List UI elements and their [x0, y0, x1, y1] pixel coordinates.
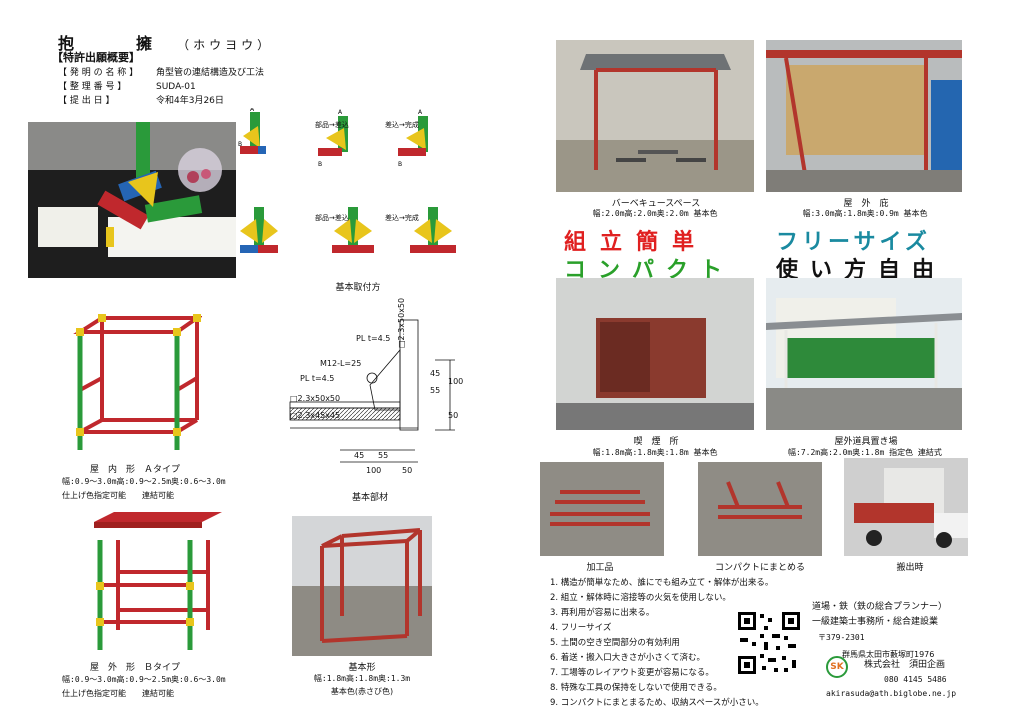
bbq-photo — [556, 40, 754, 192]
svg-text:A: A — [418, 109, 423, 116]
assembly-diagram: A B A B A B — [238, 106, 478, 278]
section-drawing — [280, 310, 480, 480]
note-item: 6. 着送・搬入口大きさが小さくて済む。 — [550, 653, 706, 663]
note-item: 2. 組立・解体時に溶接等の火気を使用しない。 — [550, 593, 731, 603]
note-item: 4. フリーサイズ — [550, 623, 612, 633]
basic-frame-photo — [292, 516, 432, 656]
title-block: 抱 擁 （ホウヨウ） — [58, 30, 273, 54]
step-label: 部品→差込 — [315, 121, 349, 129]
title-reading: （ホウヨウ） — [177, 38, 274, 52]
basic-frame-color: 基本色(赤さび色) — [330, 687, 394, 696]
section-label: M12-L=25 — [320, 359, 362, 368]
smoking-title: 喫 煙 所 — [633, 437, 679, 447]
transport-photo — [844, 458, 968, 556]
svg-text:B: B — [238, 141, 242, 148]
feature-notes: 1. 構造が簡単なため、誰にでも組み立て・解体が出来る。 2. 組立・解体時に溶… — [550, 576, 773, 711]
svg-text:B: B — [318, 161, 322, 168]
company-address: 群馬県太田市藪塚町1976 — [842, 650, 935, 659]
svg-text:A: A — [250, 108, 255, 113]
summary-label: 【特許出願概要】 — [52, 51, 140, 64]
smoking-spec: 幅:1.8m高:1.8m奥:1.8m 基本色 — [592, 448, 718, 457]
slogan-assembly: 組立簡単 — [564, 230, 709, 255]
storage-title: 屋外道具置き場 — [834, 437, 898, 447]
storage-photo — [766, 278, 962, 430]
company-name: 株式会社 須田企画 — [864, 660, 946, 670]
frame-b-spec: 幅:0.9～3.0m高:0.9～2.5m奥:0.6～3.0m — [62, 675, 226, 684]
shed-photo — [766, 40, 962, 192]
note-item: 8. 特殊な工具の保持をしないで使用できる。 — [550, 683, 722, 693]
parts-photo — [540, 462, 664, 556]
company-block: 道場・鉄（鉄の総合プランナー） 一級建築士事務所・総合建設業 〒379-2301… — [812, 602, 947, 660]
section-label: □2.3x50x50 — [290, 394, 341, 403]
page-title: 抱 擁 — [58, 34, 163, 53]
basic-frame-title: 基本形 — [348, 663, 376, 673]
bbq-spec: 幅:2.0m高:2.0m奥:2.0m 基本色 — [592, 209, 718, 218]
parts-caption: 加工品 — [586, 563, 614, 573]
step-label: 差込→完成 — [385, 214, 419, 222]
dim-label: 55 — [378, 451, 389, 460]
transport-caption: 搬出時 — [896, 563, 924, 573]
frame-b-drawing — [90, 510, 230, 660]
company-email[interactable]: akirasuda@ath.biglobe.ne.jp — [826, 689, 957, 698]
note-item: 9. コンパクトにまとまるため、収納スペースが小さい。 — [550, 698, 764, 708]
frame-b-note: 仕上げ色指定可能 連結可能 — [62, 689, 174, 698]
compact-caption: コンパクトにまとめる — [714, 563, 805, 573]
frame-a-title: 屋 内 形 Ａタイプ — [89, 465, 180, 475]
dim-label: 100 — [366, 466, 382, 475]
note-item: 1. 構造が簡単なため、誰にでも組み立て・解体が出来る。 — [550, 578, 774, 588]
section-label: □2.3x45x45 — [290, 411, 341, 420]
section-label-vertical: □2.3x50x50 — [397, 297, 406, 348]
storage-spec: 幅:7.2m高:2.0m奥:1.8m 指定色 連結式 — [788, 448, 942, 457]
basic-frame-spec: 幅:1.8m高:1.8m奥:1.3m — [313, 674, 411, 683]
shed-spec: 幅:3.0m高:1.8m奥:0.9m 基本色 — [802, 209, 928, 218]
section-title: 基本部材 — [351, 493, 388, 503]
summary-row: 【 整 理 番 号 】SUDA-01 — [58, 82, 196, 92]
frame-b-title: 屋 外 形 Ｂタイプ — [89, 663, 180, 673]
smoking-photo — [556, 278, 754, 430]
qr-code[interactable] — [738, 612, 800, 674]
compact-photo — [698, 462, 822, 556]
section-label: PL t=4.5 — [300, 374, 335, 383]
company-zip: 〒379-2301 — [818, 633, 865, 642]
company-line1: 道場・鉄（鉄の総合プランナー） — [812, 602, 948, 612]
summary-row: 【 発 明 の 名 称 】角型管の連結構造及び工法 — [58, 68, 265, 78]
summary-rows: 【 発 明 の 名 称 】角型管の連結構造及び工法 【 整 理 番 号 】SUD… — [58, 68, 264, 107]
shed-title: 屋 外 庇 — [843, 199, 889, 209]
dim-label: 50 — [448, 411, 459, 420]
product-photo — [28, 122, 236, 278]
frame-a-drawing — [72, 310, 204, 460]
bbq-title: バーベキュースペース — [611, 199, 701, 209]
svg-text:B: B — [398, 161, 402, 168]
dim-label: 45 — [430, 369, 441, 378]
dim-label: 45 — [354, 451, 365, 460]
dim-label: 55 — [430, 386, 441, 395]
frame-a-spec: 幅:0.9～3.0m高:0.9～2.5m奥:0.6～3.0m — [62, 477, 226, 486]
company-phone: 080 4145 5486 — [884, 675, 947, 684]
svg-text:A: A — [338, 109, 343, 116]
frame-a-note: 仕上げ色指定可能 連結可能 — [62, 491, 174, 500]
summary-row: 【 提 出 日 】令和4年3月26日 — [58, 96, 224, 106]
section-label: PL t=4.5 — [356, 334, 391, 343]
company-line2: 一級建築士事務所・総合建設業 — [812, 617, 939, 627]
note-item: 3. 再利用が容易に出来る。 — [550, 608, 655, 618]
step-label: 差込→完成 — [385, 121, 419, 129]
dim-label: 100 — [448, 377, 464, 386]
dim-label: 50 — [402, 466, 413, 475]
note-item: 5. 土間の空き空間部分の有効利用 — [550, 638, 680, 648]
note-item: 7. 工場等のレイアウト変更が容易になる。 — [550, 668, 714, 678]
step-label: 部品→差込 — [315, 214, 349, 222]
slogan-free-size: フリーサイズ — [776, 230, 931, 255]
company-logo: SK — [826, 656, 848, 678]
diagram-caption: 基本取付方 — [335, 283, 381, 293]
